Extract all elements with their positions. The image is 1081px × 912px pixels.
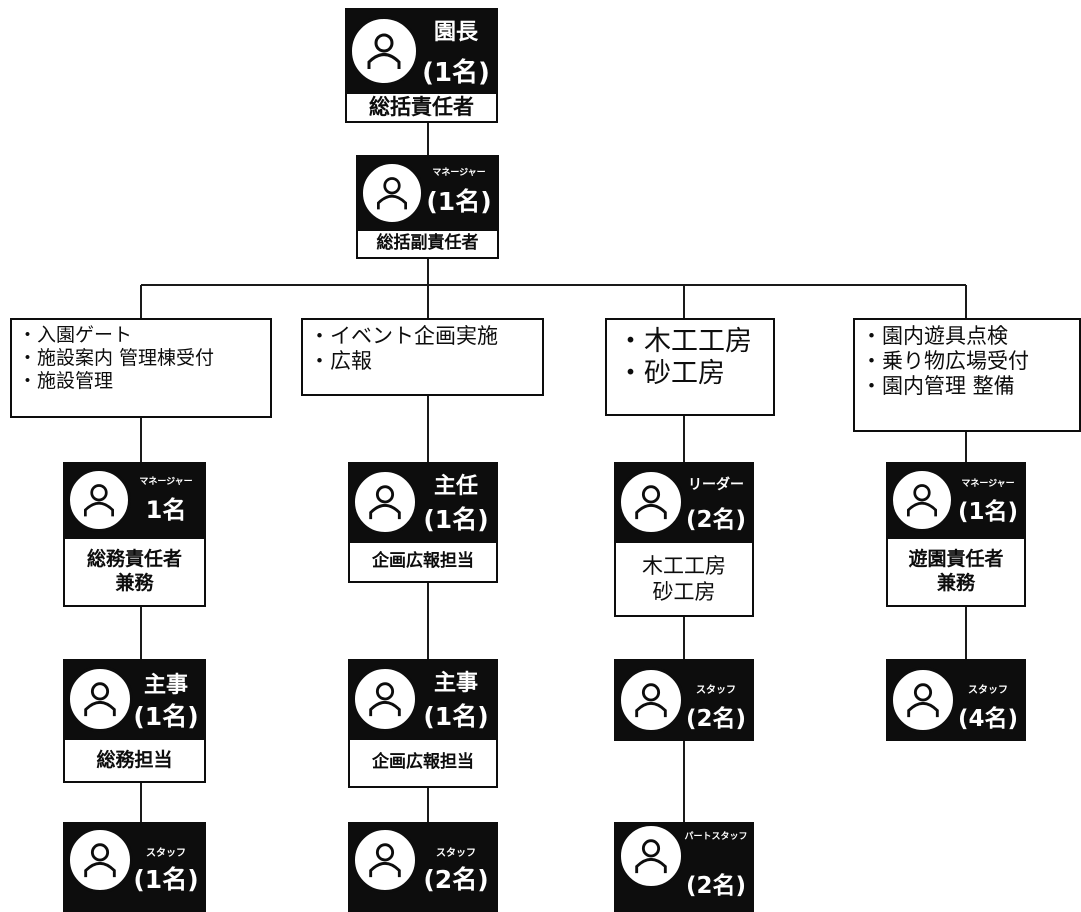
director-count: (1名) [422, 58, 490, 88]
events-clerk-node: 主事 (1名) [348, 659, 498, 739]
events-staff-role: スタッフ [436, 848, 476, 859]
events-staff-node: スタッフ (2名) [348, 822, 498, 912]
director-role: 園長 [433, 20, 478, 45]
person-icon [67, 468, 131, 532]
general-clerk-title: 総務担当 [63, 738, 206, 783]
general-manager-node: マネージャー 1名 [63, 462, 206, 538]
events-chief-node: 主任 (1名) [348, 462, 498, 542]
workshop-leader-title: 木工工房 砂工房 [614, 541, 754, 617]
person-icon [890, 667, 956, 733]
events-chief-count: (1名) [423, 505, 489, 534]
person-icon [67, 666, 133, 732]
general-clerk-count: (1名) [133, 702, 199, 731]
events-chief-title: 企画広報担当 [348, 541, 498, 583]
duty-box-workshops: ・木工工房 ・砂工房 [605, 318, 775, 416]
general-staff-count: (1名) [133, 865, 199, 894]
duty-box-events: ・イベント企画実施 ・広報 [301, 318, 544, 396]
park-staff-role: スタッフ [968, 685, 1008, 696]
workshop-part-staff-node: パートスタッフ (2名) [614, 822, 754, 912]
park-manager-title: 遊園責任者 兼務 [886, 537, 1026, 607]
workshop-leader-count: (2名) [685, 507, 747, 533]
general-staff-node: スタッフ (1名) [63, 822, 206, 912]
general-manager-count: 1名 [145, 496, 187, 524]
manager-title: 総括副責任者 [356, 229, 499, 259]
workshop-leader-node: リーダー (2名) [614, 462, 754, 542]
events-clerk-title: 企画広報担当 [348, 738, 498, 788]
person-icon [352, 666, 418, 732]
general-clerk-role: 主事 [143, 673, 188, 698]
manager-role: マネージャー [432, 168, 486, 178]
director-title: 総括責任者 [345, 92, 498, 123]
manager-node: マネージャー (1名) [356, 155, 499, 230]
workshop-staff-count: (2名) [685, 706, 747, 732]
person-icon [360, 160, 424, 225]
general-manager-role: マネージャー [139, 477, 193, 487]
park-staff-count: (4名) [957, 706, 1019, 732]
person-icon [352, 827, 418, 893]
person-icon [618, 823, 684, 889]
duty-box-park: ・園内遊具点検 ・乗り物広場受付 ・園内管理 整備 [853, 318, 1081, 432]
duty-box-general: ・入園ゲート ・施設案内 管理棟受付 ・施設管理 [10, 318, 272, 418]
events-staff-count: (2名) [423, 865, 489, 894]
park-manager-role: マネージャー [961, 479, 1015, 489]
park-manager-count: (1名) [957, 499, 1019, 525]
workshop-part-staff-role: パートスタッフ [684, 832, 748, 842]
director-node: 園長 (1名) [345, 8, 498, 93]
park-manager-node: マネージャー (1名) [886, 462, 1026, 538]
workshop-part-staff-count: (2名) [685, 873, 747, 899]
person-icon [618, 469, 684, 535]
events-clerk-count: (1名) [423, 702, 489, 731]
park-staff-node: スタッフ (4名) [886, 659, 1026, 741]
events-chief-role: 主任 [433, 474, 478, 499]
workshop-leader-role: リーダー [688, 477, 744, 493]
person-icon [349, 15, 419, 86]
general-clerk-node: 主事 (1名) [63, 659, 206, 739]
manager-count: (1名) [426, 187, 492, 216]
workshop-staff-node: スタッフ (2名) [614, 659, 754, 741]
person-icon [618, 667, 684, 733]
person-icon [352, 469, 418, 535]
general-staff-role: スタッフ [146, 848, 186, 859]
workshop-staff-role: スタッフ [696, 685, 736, 696]
events-clerk-role: 主事 [433, 671, 478, 696]
person-icon [890, 468, 954, 532]
person-icon [67, 827, 133, 893]
general-manager-title: 総務責任者 兼務 [63, 537, 206, 607]
